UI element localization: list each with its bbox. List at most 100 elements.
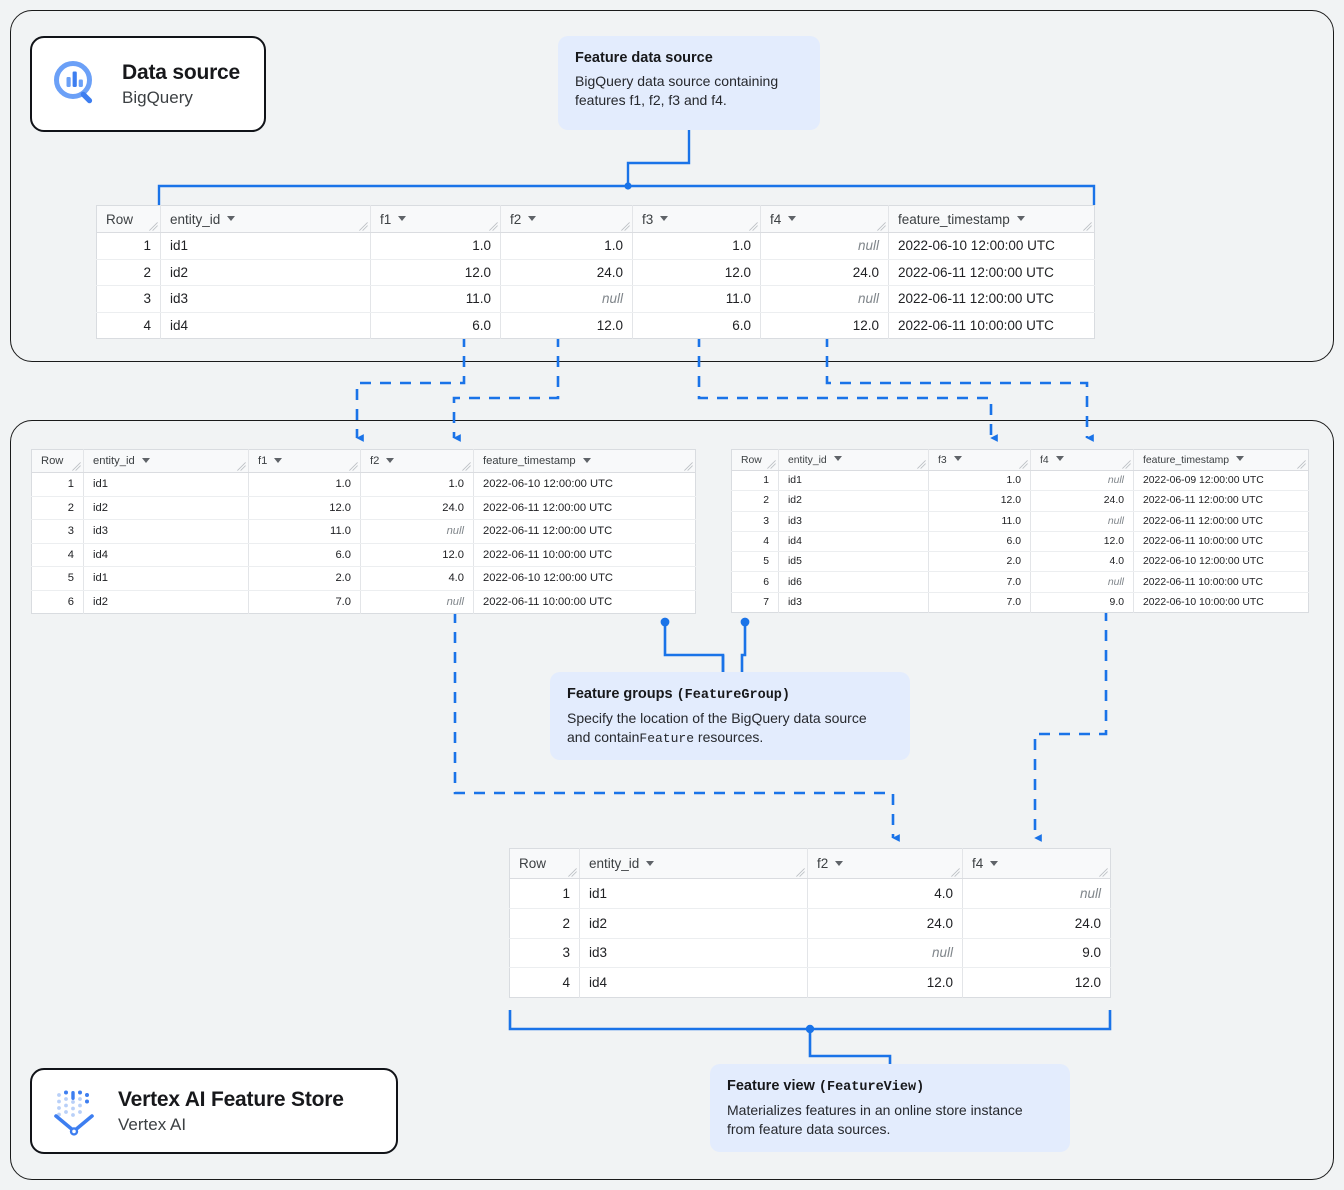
cell-feature-timestamp: 2022-06-11 10:00:00 UTC bbox=[473, 543, 696, 567]
cell-row-number: 2 bbox=[509, 908, 580, 939]
column-header-f4[interactable]: f4 bbox=[1030, 449, 1134, 471]
cell-feature-timestamp: 2022-06-11 10:00:00 UTC bbox=[1133, 531, 1309, 553]
chevron-down-icon[interactable] bbox=[1055, 456, 1064, 462]
column-header-row[interactable]: Row bbox=[509, 848, 580, 879]
cell-entity-id: id4 bbox=[160, 312, 371, 339]
cell-feature-timestamp: 2022-06-11 12:00:00 UTC bbox=[1133, 490, 1309, 512]
cell-entity-id: id1 bbox=[778, 470, 929, 492]
cell-f4: 9.0 bbox=[962, 938, 1111, 969]
cell-row-number: 1 bbox=[96, 232, 161, 260]
column-header-entity-id[interactable]: entity_id bbox=[160, 205, 371, 233]
column-header-f4[interactable]: f4 bbox=[962, 848, 1111, 879]
cell-f2: 24.0 bbox=[500, 259, 633, 286]
cell-feature-timestamp: 2022-06-11 10:00:00 UTC bbox=[898, 317, 1054, 333]
callout-title: Feature data source bbox=[575, 50, 713, 66]
cell-f3: 12.0 bbox=[632, 259, 761, 286]
chevron-down-icon[interactable] bbox=[386, 457, 395, 463]
chip-title: Vertex AI Feature Store bbox=[118, 1088, 344, 1112]
cell-f1: 11.0 bbox=[370, 285, 501, 313]
chevron-down-icon[interactable] bbox=[398, 216, 407, 222]
column-header-label: entity_id bbox=[170, 211, 221, 227]
column-header-f1[interactable]: f1 bbox=[370, 205, 501, 233]
chip-title: Data source bbox=[122, 61, 241, 85]
column-header-entity-id[interactable]: entity_id bbox=[83, 449, 249, 473]
cell-row-number: 1 bbox=[31, 472, 84, 497]
column-header-entity-id[interactable]: entity_id bbox=[778, 449, 929, 471]
column-header-f2[interactable]: f2 bbox=[360, 449, 474, 473]
cell-row-number: 2 bbox=[96, 259, 161, 286]
column-header-feature-timestamp[interactable]: feature_timestamp bbox=[473, 449, 696, 473]
chevron-down-icon[interactable] bbox=[141, 457, 150, 463]
cell-feature-timestamp: 2022-06-11 12:00:00 UTC bbox=[888, 259, 1095, 286]
chevron-down-icon[interactable] bbox=[274, 457, 283, 463]
chevron-down-icon[interactable] bbox=[1236, 456, 1245, 462]
column-header-f4[interactable]: f4 bbox=[760, 205, 889, 233]
cell-feature-timestamp: 2022-06-10 10:00:00 UTC bbox=[1143, 596, 1264, 608]
column-header-feature-timestamp[interactable]: feature_timestamp bbox=[1133, 449, 1309, 471]
chevron-down-icon[interactable] bbox=[833, 456, 842, 462]
cell-row-number: 5 bbox=[31, 566, 84, 591]
cell-f4: 12.0 bbox=[1074, 975, 1101, 991]
column-header-label: f4 bbox=[972, 856, 984, 871]
column-header-entity-id[interactable]: entity_id bbox=[579, 848, 808, 879]
cell-f2: 12.0 bbox=[500, 312, 633, 339]
chevron-down-icon[interactable] bbox=[227, 216, 236, 222]
cell-feature-timestamp: 2022-06-11 12:00:00 UTC bbox=[473, 496, 696, 520]
cell-f1: 1.0 bbox=[370, 232, 501, 260]
column-header-row[interactable]: Row bbox=[96, 205, 161, 233]
cell-feature-timestamp: 2022-06-11 10:00:00 UTC bbox=[483, 595, 613, 608]
chevron-down-icon[interactable] bbox=[835, 860, 844, 866]
column-header-f1[interactable]: f1 bbox=[248, 449, 361, 473]
cell-f2: 1.0 bbox=[360, 472, 474, 497]
chevron-down-icon[interactable] bbox=[990, 860, 999, 866]
cell-feature-timestamp: 2022-06-10 12:00:00 UTC bbox=[1133, 551, 1309, 573]
column-header-row[interactable]: Row bbox=[31, 449, 84, 473]
chevron-down-icon[interactable] bbox=[528, 216, 537, 222]
chevron-down-icon[interactable] bbox=[582, 457, 591, 463]
cell-row-number: 7 bbox=[731, 592, 779, 613]
column-header-f3[interactable]: f3 bbox=[928, 449, 1031, 471]
chevron-down-icon[interactable] bbox=[953, 456, 962, 462]
cell-f2-null: null bbox=[360, 519, 474, 544]
cell-f4-null: null bbox=[1030, 470, 1134, 492]
column-header-feature-timestamp[interactable]: feature_timestamp bbox=[888, 205, 1095, 233]
chevron-down-icon[interactable] bbox=[646, 860, 655, 866]
chevron-down-icon[interactable] bbox=[1016, 216, 1025, 222]
column-header-row[interactable]: Row bbox=[731, 449, 779, 471]
column-header-f2[interactable]: f2 bbox=[500, 205, 633, 233]
chevron-down-icon[interactable] bbox=[788, 216, 797, 222]
cell-row-number: 4 bbox=[31, 543, 84, 567]
column-header-f3[interactable]: f3 bbox=[632, 205, 761, 233]
cell-feature-timestamp: 2022-06-10 12:00:00 UTC bbox=[888, 232, 1095, 260]
cell-f2: 4.0 bbox=[360, 566, 474, 591]
vertex-ai-feature-store-icon bbox=[50, 1086, 100, 1136]
chevron-down-icon[interactable] bbox=[660, 216, 669, 222]
column-header-f2[interactable]: f2 bbox=[807, 848, 963, 879]
